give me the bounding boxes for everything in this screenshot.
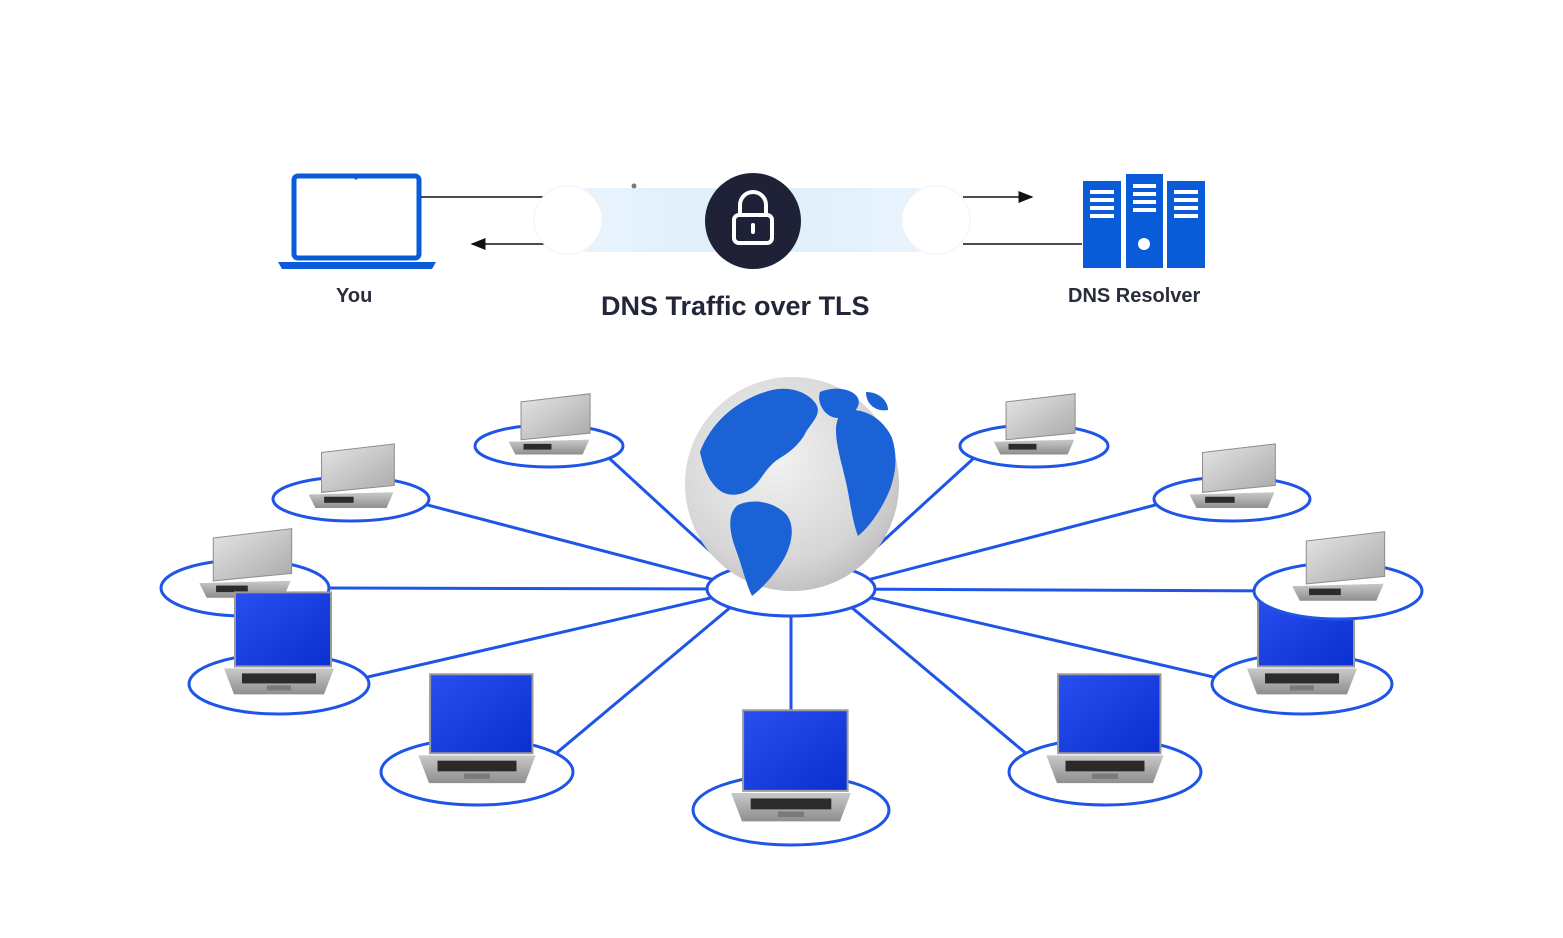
- laptop-icon: [993, 393, 1076, 455]
- network-link: [850, 587, 1263, 593]
- network-node: [691, 709, 891, 847]
- server-rack-icon: [1083, 174, 1205, 268]
- laptop-icon: [308, 443, 395, 509]
- network-node: [1252, 531, 1424, 621]
- laptop-icon: [224, 591, 334, 695]
- dot-flow-panel: [278, 173, 1205, 269]
- network-link: [550, 598, 741, 759]
- laptop-icon: [278, 173, 436, 269]
- laptop-icon: [508, 393, 591, 455]
- laptop-icon: [199, 528, 293, 598]
- tunnel-label: DNS Traffic over TLS: [601, 291, 870, 321]
- network-node: [1152, 443, 1312, 523]
- network-node: [271, 443, 431, 523]
- network-nodes: [159, 393, 1424, 847]
- network-node: [1007, 673, 1203, 807]
- laptop-icon: [731, 709, 851, 822]
- network-link: [419, 501, 733, 587]
- network-link: [841, 598, 1032, 759]
- server-label: DNS Resolver: [1068, 285, 1201, 307]
- laptop-icon: [1292, 531, 1386, 601]
- network-link: [320, 586, 732, 591]
- network-node: [187, 591, 371, 716]
- network-node: [473, 393, 625, 469]
- network-link: [849, 591, 1223, 681]
- laptop-icon: [1189, 443, 1276, 509]
- network-link: [849, 501, 1164, 587]
- laptop-icon: [1046, 673, 1164, 784]
- globe-icon: [685, 377, 899, 596]
- network-node: [379, 673, 575, 807]
- lock-icon: [705, 173, 801, 269]
- client-label: You: [336, 285, 373, 307]
- laptop-icon: [418, 673, 536, 784]
- network-node: [958, 393, 1110, 469]
- network-diagram: [159, 377, 1424, 847]
- network-link: [358, 591, 733, 681]
